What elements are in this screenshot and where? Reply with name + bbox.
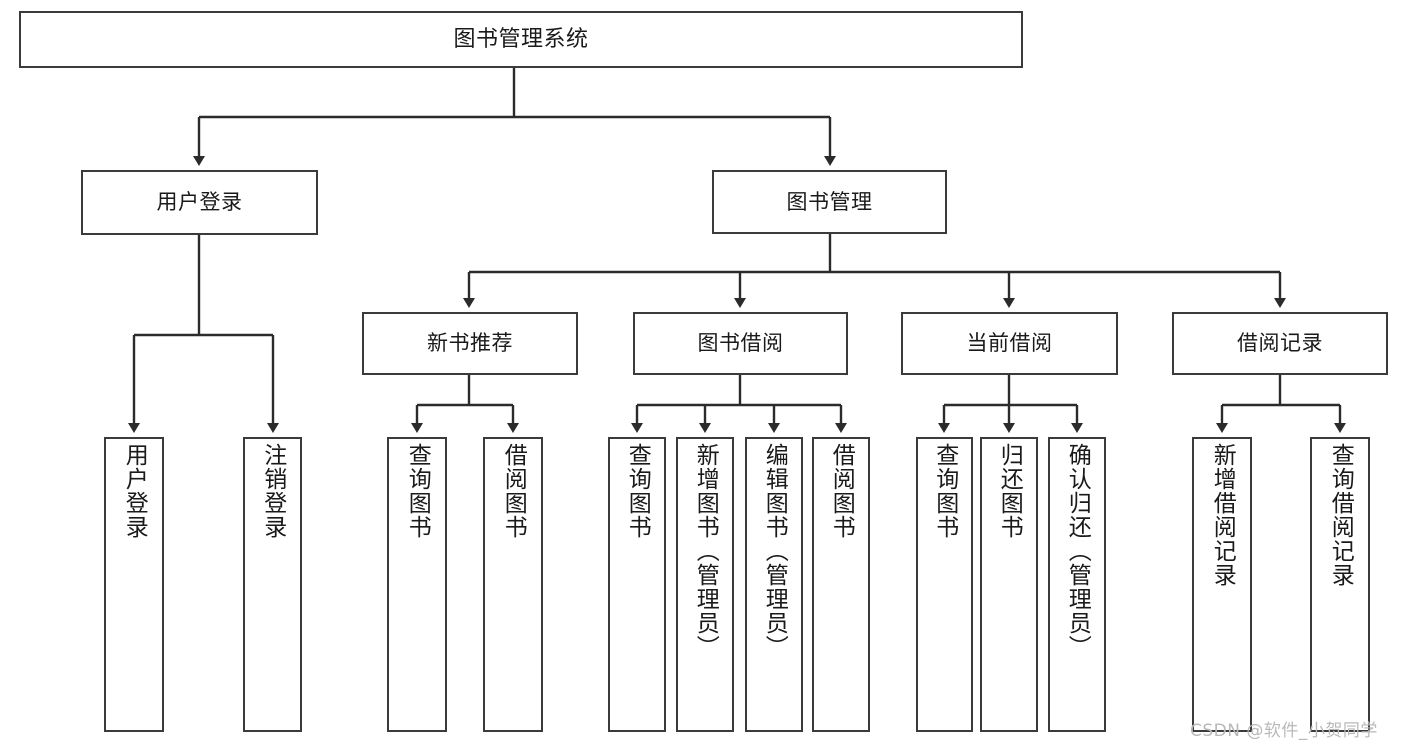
node-label: 借阅图书 — [828, 443, 855, 539]
node-label: 图书管理系统 — [453, 26, 589, 52]
node-current-borrow[interactable]: 当前借阅 — [901, 312, 1118, 375]
node-leaf-query-book-3[interactable]: 查询图书 — [916, 437, 973, 732]
node-label: 编辑图书（管理员） — [761, 443, 788, 659]
node-borrow-record[interactable]: 借阅记录 — [1172, 312, 1388, 375]
node-label: 用户登录 — [156, 190, 243, 215]
node-label: 借阅记录 — [1237, 331, 1323, 356]
node-leaf-borrow-book-1[interactable]: 借阅图书 — [483, 437, 543, 732]
node-label: 借阅图书 — [500, 443, 527, 539]
node-label: 新书推荐 — [427, 331, 513, 356]
node-leaf-query-book-2[interactable]: 查询图书 — [608, 437, 666, 732]
node-label: 图书借阅 — [697, 331, 784, 356]
node-leaf-edit-book-admin[interactable]: 编辑图书（管理员） — [745, 437, 803, 732]
node-label: 归还图书 — [996, 443, 1023, 539]
node-book-manage[interactable]: 图书管理 — [712, 170, 947, 234]
node-book-borrow[interactable]: 图书借阅 — [633, 312, 848, 375]
node-leaf-add-book-admin[interactable]: 新增图书（管理员） — [676, 437, 734, 732]
node-label: 注销登录 — [259, 443, 286, 539]
node-user-login[interactable]: 用户登录 — [81, 170, 318, 235]
node-label: 用户登录 — [121, 443, 148, 539]
node-leaf-user-login[interactable]: 用户登录 — [104, 437, 164, 732]
node-new-book-recommend[interactable]: 新书推荐 — [362, 312, 578, 375]
node-leaf-logout[interactable]: 注销登录 — [243, 437, 302, 732]
node-label: 新增图书（管理员） — [692, 443, 719, 659]
node-leaf-query-borrow-record[interactable]: 查询借阅记录 — [1310, 437, 1370, 732]
node-leaf-confirm-return-admin[interactable]: 确认归还（管理员） — [1048, 437, 1106, 732]
node-label: 图书管理 — [786, 189, 873, 214]
node-label: 查询图书 — [404, 443, 431, 539]
node-label: 查询图书 — [931, 443, 958, 539]
node-leaf-query-book-1[interactable]: 查询图书 — [387, 437, 447, 732]
node-leaf-add-borrow-record[interactable]: 新增借阅记录 — [1192, 437, 1252, 732]
node-label: 查询图书 — [624, 443, 651, 539]
node-label: 新增借阅记录 — [1209, 443, 1236, 587]
node-leaf-borrow-book-2[interactable]: 借阅图书 — [812, 437, 870, 732]
watermark-text: CSDN @软件_小贺同学 — [1190, 721, 1378, 741]
node-label: 查询借阅记录 — [1327, 443, 1354, 587]
node-label: 确认归还（管理员） — [1064, 443, 1091, 659]
node-leaf-return-book[interactable]: 归还图书 — [980, 437, 1038, 732]
node-label: 当前借阅 — [966, 331, 1053, 356]
node-root[interactable]: 图书管理系统 — [19, 11, 1023, 68]
